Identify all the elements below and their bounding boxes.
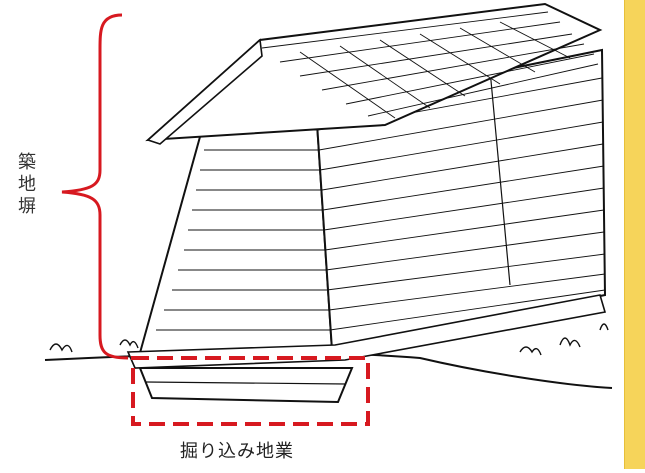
wall-label: 築地塀 (15, 152, 36, 218)
side-accent-bar (624, 0, 645, 469)
grass-tufts (49, 323, 609, 356)
foundation-trench (138, 367, 354, 404)
foundation-label: 掘り込み地業 (180, 441, 294, 462)
roof-tiles (261, 11, 599, 119)
wall-front-layers (156, 129, 330, 331)
roof-front-eave (146, 38, 263, 145)
dashed-rectangle-icon (131, 356, 370, 426)
wall-front-face (136, 107, 334, 362)
wall-long-layers (317, 69, 606, 331)
curly-brace-icon (61, 13, 129, 360)
